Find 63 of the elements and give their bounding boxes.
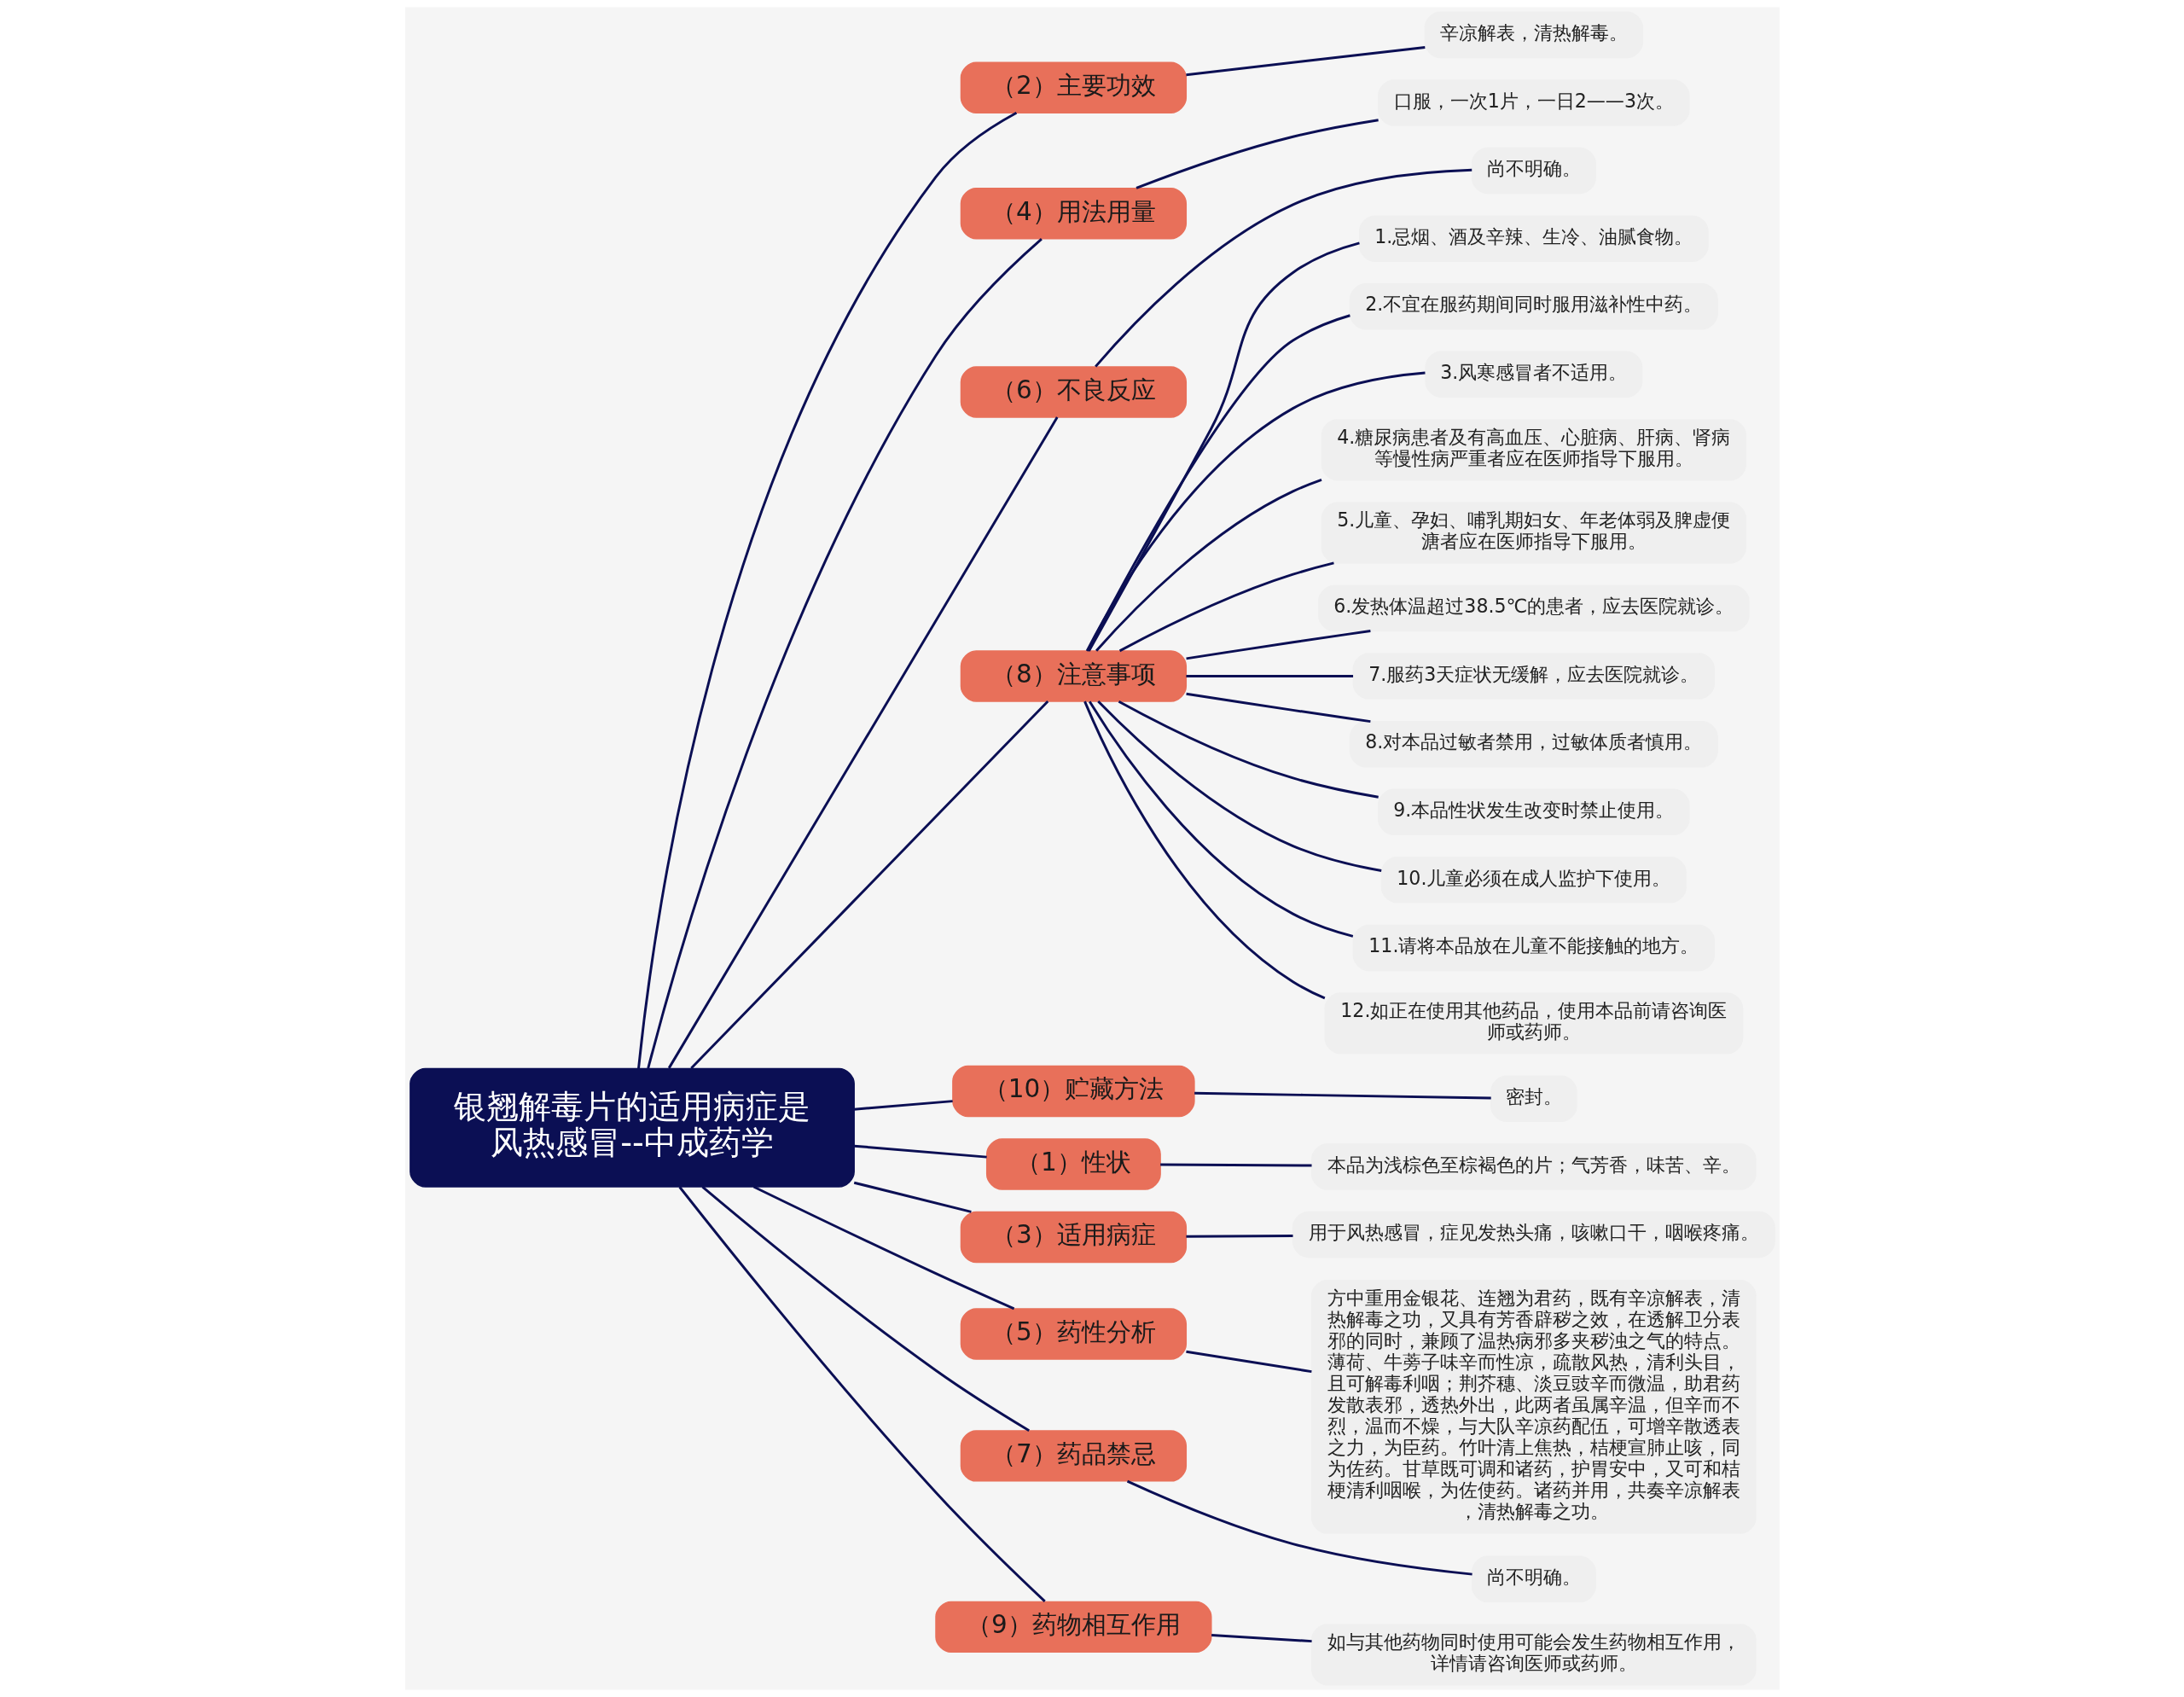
connector xyxy=(853,1144,987,1159)
node-box: 密封。 xyxy=(1490,1075,1577,1123)
connector xyxy=(1185,692,1371,724)
node-box: 口服，一次1片，一日2——3次。 xyxy=(1377,79,1690,126)
connector xyxy=(1083,700,1325,1000)
node-box: 3.风寒感冒者不适用。 xyxy=(1424,351,1642,398)
node-box: 尚不明确。 xyxy=(1471,147,1596,195)
node-box: 用于风热感冒，症见发热头痛，咳嗽口干，咽喉疼痛。 xyxy=(1292,1211,1775,1258)
connector xyxy=(667,416,1058,1069)
node-box: 8.对本品过敏者禁用，过敏体质者慎用。 xyxy=(1349,720,1718,768)
node-box: （10）贮藏方法 xyxy=(951,1065,1195,1118)
connector xyxy=(1118,561,1334,653)
node-box: （5）药性分析 xyxy=(960,1308,1187,1360)
connector xyxy=(646,237,1043,1069)
connector xyxy=(752,1185,1014,1311)
connector xyxy=(1135,119,1379,189)
node-box: 如与其他药物同时使用可能会发生药物相互作用，详情请咨询医师或药师。 xyxy=(1310,1624,1757,1686)
connector xyxy=(1086,314,1350,652)
node-box: 9.本品性状发生改变时禁止使用。 xyxy=(1377,788,1690,836)
connector xyxy=(1211,1634,1312,1643)
connector xyxy=(1185,675,1353,678)
connector xyxy=(678,1186,1046,1602)
connector xyxy=(853,1181,972,1213)
connector xyxy=(1094,168,1472,368)
connector xyxy=(853,1100,953,1111)
node-box: 10.儿童必须在成人监护下使用。 xyxy=(1380,857,1687,904)
node-box: （7）药品禁忌 xyxy=(960,1430,1187,1482)
connector xyxy=(1126,1479,1472,1576)
connector xyxy=(1185,630,1371,660)
node-box: （6）不良反应 xyxy=(960,366,1187,418)
node-box: 4.糖尿病患者及有高血压、心脏病、肝病、肾病等慢性病严重者应在医师指导下服用。 xyxy=(1321,419,1746,481)
node-box: 本品为浅棕色至棕褐色的片；气芳香，味苦、辛。 xyxy=(1310,1143,1757,1190)
node-box: 2.不宜在服药期间同时服用滋补性中药。 xyxy=(1349,282,1718,330)
node-box: （2）主要功效 xyxy=(960,61,1187,113)
connector xyxy=(1085,371,1426,652)
connector xyxy=(1194,1091,1491,1100)
node-box: 11.请将本品放在儿童不能接触的地方。 xyxy=(1352,924,1715,972)
node-box: （9）药物相互作用 xyxy=(934,1601,1212,1653)
node-box: 6.发热体温超过38.5℃的患者，应去医院就诊。 xyxy=(1317,584,1750,632)
connector xyxy=(1095,478,1322,652)
connector xyxy=(701,1186,1030,1432)
connector xyxy=(1096,700,1381,872)
node-box: 尚不明确。 xyxy=(1471,1555,1596,1603)
node-box: （1）性状 xyxy=(985,1138,1161,1190)
node-box: 1.忌烟、酒及辛辣、生冷、油腻食物。 xyxy=(1358,215,1709,262)
node-box: 5.儿童、孕妇、哺乳期妇女、年老体弱及脾虚便溏者应在医师指导下服用。 xyxy=(1321,502,1746,564)
connector xyxy=(1185,1235,1293,1238)
connector xyxy=(1159,1163,1312,1167)
connector xyxy=(1185,45,1425,77)
connector xyxy=(636,112,1017,1069)
connector xyxy=(1118,700,1379,799)
node-box: 7.服药3天症状无缓解，应去医院就诊。 xyxy=(1352,653,1715,700)
connector xyxy=(689,700,1048,1069)
node-box: 银翘解毒片的适用病症是风热感冒--中成药学 xyxy=(409,1067,855,1188)
node-box: 辛凉解表，清热解毒。 xyxy=(1424,11,1643,59)
connector xyxy=(1087,241,1360,652)
node-box: 方中重用金银花、连翘为君药，既有辛凉解表，清热解毒之功，又具有芳香辟秽之效，在透解卫分表邪的同时，兼顾了温热病邪多夹秽浊之气的特点。薄荷、牛蒡子味辛而性凉，疏散风热，清利头目，且可解毒利咽；荆芥穗、淡豆豉辛而微温，助君药发散表邪，透热外出，此两者虽属辛温，但辛而不烈，温而不燥，与大队辛凉药配伍，可增辛散透表之力，为臣药。竹叶清上焦热，桔梗宣肺止咳，同为佐药。甘草既可调和诸药，护胃安中，又可和桔梗清利咽喉，为佐使药。诸药并用，共奏辛凉解表，清热解毒之功。 xyxy=(1310,1280,1757,1534)
node-box: （8）注意事项 xyxy=(960,650,1187,702)
node-box: （3）适用病症 xyxy=(960,1211,1187,1264)
node-box: （4）用法用量 xyxy=(960,187,1187,240)
connector xyxy=(1088,700,1353,938)
connector xyxy=(1185,1350,1312,1374)
node-box: 12.如正在使用其他药品，使用本品前请咨询医师或药师。 xyxy=(1323,992,1743,1055)
